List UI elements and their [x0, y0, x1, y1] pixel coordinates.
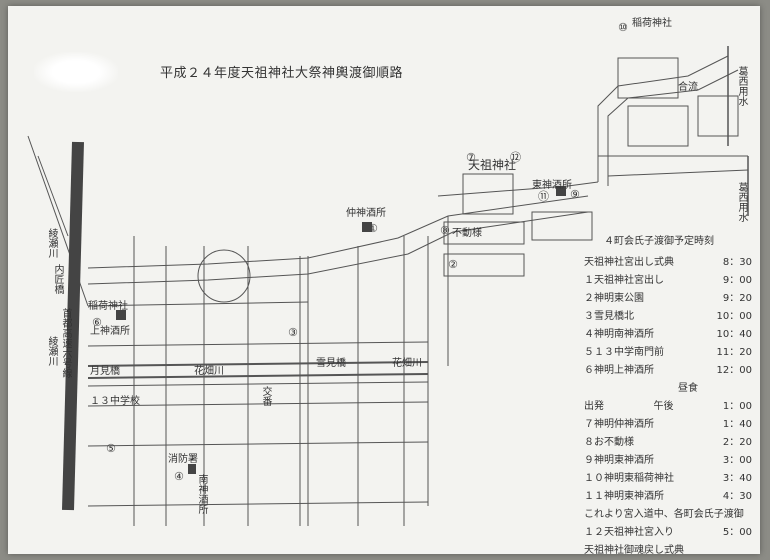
street — [87, 401, 429, 407]
street — [87, 381, 429, 387]
street — [87, 211, 589, 285]
label-jhs13: １３中学校 — [90, 396, 140, 407]
label-kamishinshu: 上神酒所 — [90, 326, 130, 337]
route-mark-12: ⑫ — [510, 151, 521, 164]
street — [87, 195, 589, 269]
intersection-circle — [197, 249, 251, 303]
map-sheet: ① ② ③ ④ ⑤ ⑥ ⑦ ⑧ ⑨ ⑩ ⑪ ⑫ 平成２４年度天祖神社大祭神輿渡御… — [8, 6, 760, 557]
label-fudo: 不動様 — [452, 228, 482, 239]
river — [87, 373, 429, 379]
shrine-marker — [556, 186, 566, 196]
route-mark-7: ⑦ — [466, 151, 476, 164]
label-hanahatagawa-2: 花畑川 — [392, 358, 422, 369]
block — [443, 253, 525, 277]
block — [443, 221, 525, 245]
route-mark-11: ⑪ — [538, 190, 549, 203]
label-kasai-2: 葛西用水 — [736, 182, 747, 222]
street — [87, 341, 429, 347]
schedule-heading: ４町会氏子渡御予定時刻 — [604, 236, 714, 247]
label-highway: 首都高速六号線 — [60, 308, 71, 378]
label-minami: 南神酒所 — [196, 474, 207, 514]
label-tenso: 天祖神社 — [468, 158, 517, 172]
label-tsukimibashi: 月見橋 — [90, 366, 120, 377]
route-mark-1: ① — [368, 222, 378, 235]
expressway — [62, 141, 84, 511]
block — [697, 95, 739, 137]
river — [87, 361, 429, 367]
shrine-marker — [188, 464, 196, 474]
street — [87, 501, 429, 507]
label-higashi: 東神酒所 — [532, 180, 572, 191]
block — [627, 105, 689, 147]
route-mark-9: ⑨ — [570, 188, 580, 201]
label-shobo: 消防署 — [168, 454, 198, 465]
label-inari: 稲荷神社 — [88, 301, 128, 312]
route-mark-5: ⑤ — [106, 442, 116, 455]
shrine-marker — [362, 222, 372, 232]
label-goryu: 合流 — [678, 82, 698, 93]
shrine-marker — [116, 310, 126, 320]
route-mark-3: ③ — [288, 326, 298, 339]
block — [531, 211, 593, 241]
street — [37, 155, 69, 237]
label-ayase-2: 綾瀬川 — [46, 336, 57, 366]
schedule-closing: 天祖神社御魂戻し式典 — [584, 544, 684, 556]
label-uchitakumi: 内匠橋 — [52, 264, 63, 294]
label-yukimibashi: 雪見橋 — [316, 358, 346, 369]
route-map: ① ② ③ ④ ⑤ ⑥ ⑦ ⑧ ⑨ ⑩ ⑪ ⑫ — [27, 21, 749, 526]
label-kasai-1: 葛西用水 — [736, 66, 747, 106]
street — [87, 301, 309, 307]
schedule-note: これより宮入道中、各町会氏子渡御 — [584, 508, 744, 520]
route-mark-2: ② — [448, 258, 458, 271]
street — [437, 181, 599, 197]
tenso-shrine-plot — [462, 173, 514, 215]
street — [607, 169, 749, 177]
schedule-lunch: 昼食 — [678, 382, 698, 394]
label-higashi-inari: 稲荷神社 — [632, 18, 672, 29]
label-naka: 仲神酒所 — [346, 208, 386, 219]
page-title: 平成２４年度天祖神社大祭神輿渡御順路 — [160, 66, 404, 81]
route-mark-6: ⑥ — [92, 316, 102, 329]
label-hanahatagawa-1: 花畑川 — [194, 366, 224, 377]
label-koban: 交番 — [260, 386, 271, 406]
route-mark-4: ④ — [174, 470, 184, 483]
route-mark-10: ⑩ — [618, 21, 628, 34]
route-mark-8: ⑧ — [440, 224, 450, 237]
street — [87, 441, 429, 447]
block — [617, 57, 679, 99]
redaction-smudge — [34, 52, 118, 92]
label-ayase-1: 綾瀬川 — [46, 228, 57, 258]
